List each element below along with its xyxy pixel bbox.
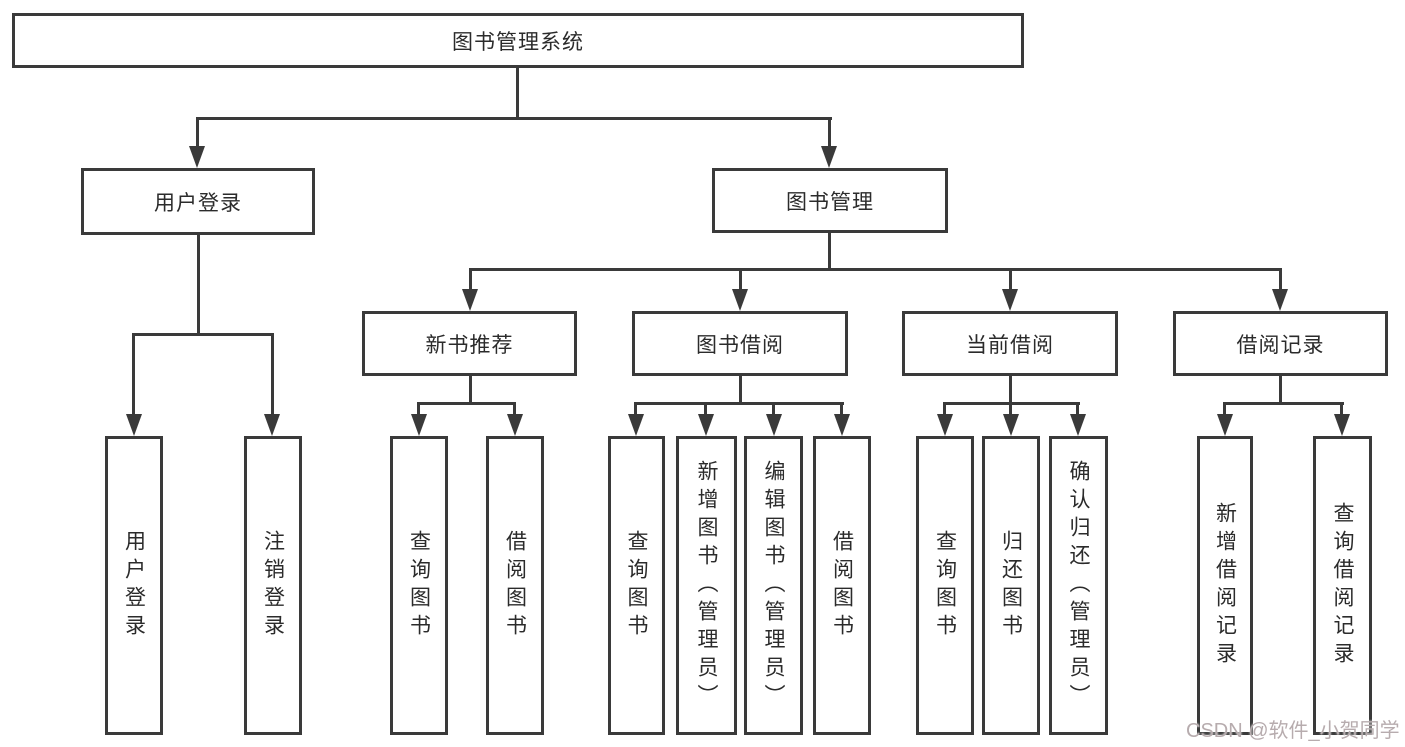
- connector-line: [469, 268, 1282, 271]
- arrow-down-icon: [1070, 414, 1086, 436]
- arrow-down-icon: [411, 414, 427, 436]
- arrow-down-icon: [937, 414, 953, 436]
- leaf-query-books-borrowing: 查询图书: [608, 436, 665, 735]
- connector-line: [197, 235, 200, 336]
- arrow-down-icon: [766, 414, 782, 436]
- connector-line: [417, 402, 420, 416]
- connector-line: [516, 68, 519, 120]
- leaf-label: 新增借阅记录: [1213, 501, 1237, 670]
- leaf-label: 注销登录: [261, 529, 285, 642]
- leaf-return-books: 归还图书: [982, 436, 1040, 735]
- connector-line: [1009, 268, 1012, 291]
- leaf-logout: 注销登录: [244, 436, 302, 735]
- connector-line: [1340, 402, 1343, 416]
- node-label: 图书管理: [786, 190, 874, 214]
- leaf-confirm-return-admin: 确认归还（管理员）: [1049, 436, 1108, 735]
- leaf-label: 借阅图书: [830, 529, 854, 642]
- arrow-down-icon: [821, 146, 837, 168]
- connector-line: [828, 117, 831, 148]
- arrow-down-icon: [189, 146, 205, 168]
- connector-line: [739, 268, 742, 291]
- arrow-down-icon: [462, 289, 478, 311]
- arrow-down-icon: [1217, 414, 1233, 436]
- arrow-down-icon: [126, 414, 142, 436]
- node-book-management: 图书管理: [712, 168, 948, 233]
- csdn-watermark: CSDN @软件_小贺同学: [1186, 720, 1400, 742]
- leaf-label: 用户登录: [122, 529, 146, 642]
- node-library-management-system: 图书管理系统: [12, 13, 1024, 68]
- leaf-query-books-recommend: 查询图书: [390, 436, 448, 735]
- connector-line: [1279, 268, 1282, 291]
- connector-line: [828, 233, 831, 270]
- connector-line: [513, 402, 516, 416]
- connector-line: [840, 402, 843, 416]
- node-new-book-recommend: 新书推荐: [362, 311, 577, 376]
- node-current-borrowing: 当前借阅: [902, 311, 1118, 376]
- node-label: 借阅记录: [1236, 333, 1325, 357]
- leaf-add-borrow-record: 新增借阅记录: [1197, 436, 1253, 735]
- connector-line: [132, 333, 274, 336]
- connector-line: [634, 402, 637, 416]
- leaf-label: 查询图书: [625, 529, 648, 642]
- node-user-login: 用户登录: [81, 168, 315, 235]
- connector-line: [1223, 402, 1344, 405]
- connector-line: [1009, 402, 1012, 416]
- node-book-borrowing: 图书借阅: [632, 311, 848, 376]
- connector-line: [132, 333, 135, 414]
- connector-line: [469, 376, 472, 405]
- node-borrowing-records: 借阅记录: [1173, 311, 1388, 376]
- leaf-label: 查询图书: [933, 529, 957, 642]
- leaf-add-books-admin: 新增图书（管理员）: [676, 436, 737, 735]
- connector-line: [417, 402, 516, 405]
- arrow-down-icon: [628, 414, 644, 436]
- node-label: 图书管理系统: [452, 30, 584, 54]
- leaf-label: 借阅图书: [503, 529, 527, 642]
- leaf-edit-books-admin: 编辑图书（管理员）: [744, 436, 803, 735]
- connector-line: [772, 402, 775, 416]
- connector-line: [196, 117, 832, 120]
- leaf-label: 确认归还（管理员）: [1067, 459, 1090, 712]
- connector-line: [271, 333, 274, 414]
- connector-line: [1279, 376, 1282, 405]
- arrow-down-icon: [1272, 289, 1288, 311]
- arrow-down-icon: [732, 289, 748, 311]
- leaf-borrow-books: 借阅图书: [813, 436, 871, 735]
- leaf-label: 查询借阅记录: [1331, 501, 1354, 670]
- connector-line: [704, 402, 707, 416]
- node-label: 用户登录: [154, 191, 242, 215]
- leaf-label: 归还图书: [999, 529, 1023, 642]
- leaf-user-login: 用户登录: [105, 436, 163, 735]
- leaf-query-borrow-record: 查询借阅记录: [1313, 436, 1372, 735]
- node-label: 新书推荐: [425, 333, 514, 357]
- connector-line: [943, 402, 946, 416]
- arrow-down-icon: [1003, 414, 1019, 436]
- leaf-borrow-books-recommend: 借阅图书: [486, 436, 544, 735]
- arrow-down-icon: [507, 414, 523, 436]
- connector-line: [739, 376, 742, 405]
- arrow-down-icon: [1002, 289, 1018, 311]
- node-label: 图书借阅: [696, 333, 784, 357]
- leaf-query-books-current: 查询图书: [916, 436, 974, 735]
- leaf-label: 查询图书: [407, 529, 431, 642]
- arrow-down-icon: [698, 414, 714, 436]
- connector-line: [1223, 402, 1226, 416]
- node-label: 当前借阅: [966, 333, 1054, 357]
- connector-line: [196, 117, 199, 148]
- arrow-down-icon: [264, 414, 280, 436]
- arrow-down-icon: [834, 414, 850, 436]
- leaf-label: 编辑图书（管理员）: [762, 459, 785, 712]
- leaf-label: 新增图书（管理员）: [695, 459, 718, 712]
- connector-line: [469, 268, 472, 291]
- arrow-down-icon: [1334, 414, 1350, 436]
- connector-line: [1076, 402, 1079, 416]
- connector-line: [634, 402, 844, 405]
- connector-line: [1009, 376, 1012, 405]
